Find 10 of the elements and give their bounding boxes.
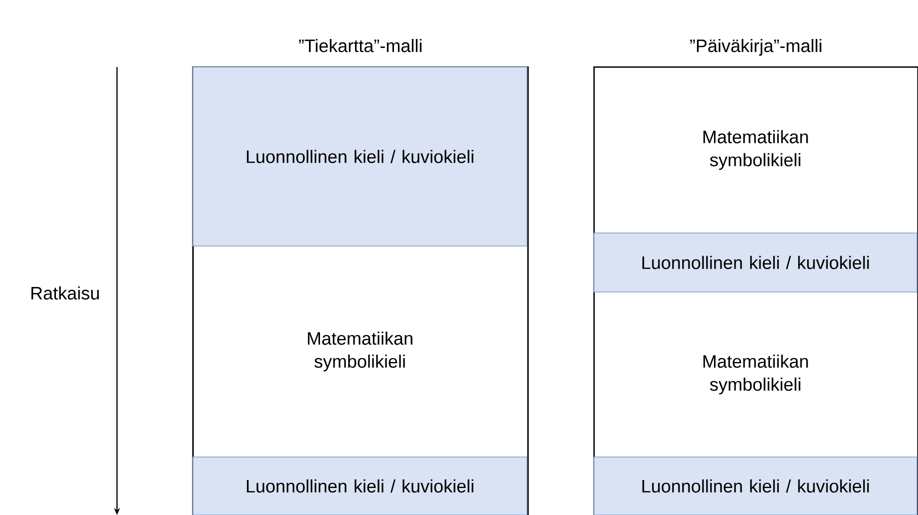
text-band: Luonnollinen kieli / kuviokieli [594, 232, 918, 292]
text-band: Luonnollinen kieli / kuviokieli [192, 456, 528, 515]
text-section: Matematiikan symbolikieli [308, 332, 412, 372]
column-heading: ”Päiväkirja”-malli [690, 38, 822, 56]
text-section: Matematiikan symbolikieli [703, 130, 808, 170]
text-section: Matematiikan symbolikieli [703, 354, 808, 394]
text-band: Luonnollinen kieli / kuviokieli [192, 66, 528, 246]
axis-label: Ratkaisu [31, 286, 99, 300]
column-heading: ”Tiekartta”-malli [299, 38, 422, 52]
text-band: Luonnollinen kieli / kuviokieli [594, 456, 918, 515]
